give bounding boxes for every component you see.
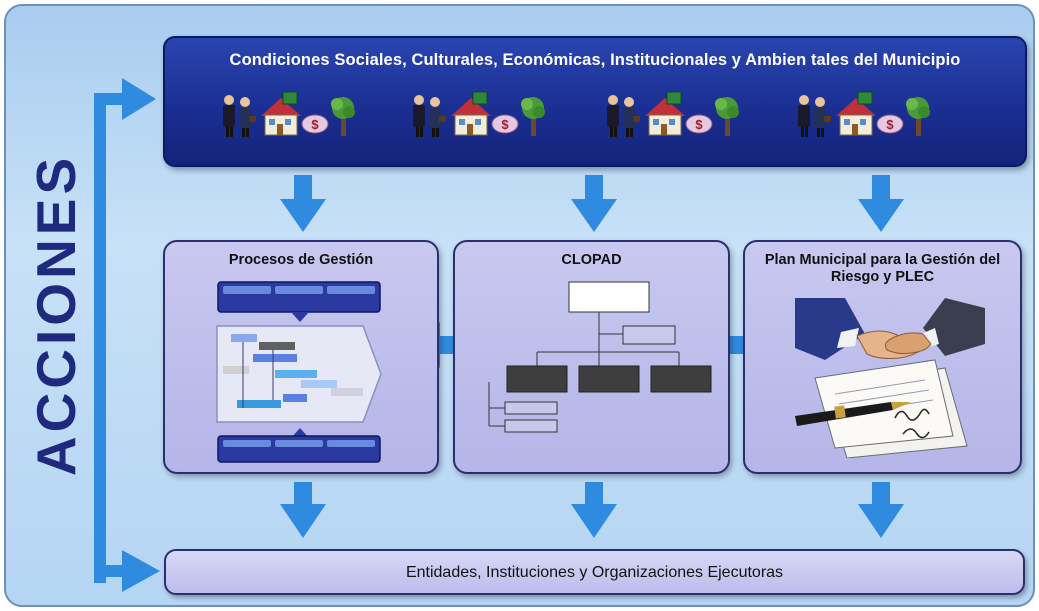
org-chart-illustration xyxy=(488,281,712,433)
conditions-title: Condiciones Sociales, Culturales, Económ… xyxy=(229,51,961,69)
down-arrow-6 xyxy=(858,482,904,538)
entidades-box: Entidades, Instituciones y Organizacione… xyxy=(164,549,1025,595)
bracket-bottom-arrow xyxy=(94,550,160,592)
down-arrow-2 xyxy=(571,175,617,232)
plan-municipal-box: Plan Municipal para la Gestión del Riesg… xyxy=(743,240,1022,474)
bracket-vertical-bar xyxy=(94,93,106,583)
down-arrow-5 xyxy=(571,482,617,538)
clopad-box: CLOPAD xyxy=(453,240,730,474)
clopad-title: CLOPAD xyxy=(561,252,622,268)
down-arrow-1 xyxy=(280,175,326,232)
down-arrow-4 xyxy=(280,482,326,538)
conditions-box: Condiciones Sociales, Culturales, Económ… xyxy=(163,36,1027,167)
handshake-contract-illustration xyxy=(795,298,985,458)
entidades-label: Entidades, Instituciones y Organizacione… xyxy=(405,564,784,581)
bracket-top-arrow xyxy=(94,78,156,120)
procesos-title: Procesos de Gestión xyxy=(228,252,374,268)
down-arrow-3 xyxy=(858,175,904,232)
procesos-box: Procesos de Gestión xyxy=(163,240,439,474)
process-flow-illustration xyxy=(216,281,382,463)
plan-municipal-title: Plan Municipal para la Gestión del Riesg… xyxy=(764,252,1001,285)
